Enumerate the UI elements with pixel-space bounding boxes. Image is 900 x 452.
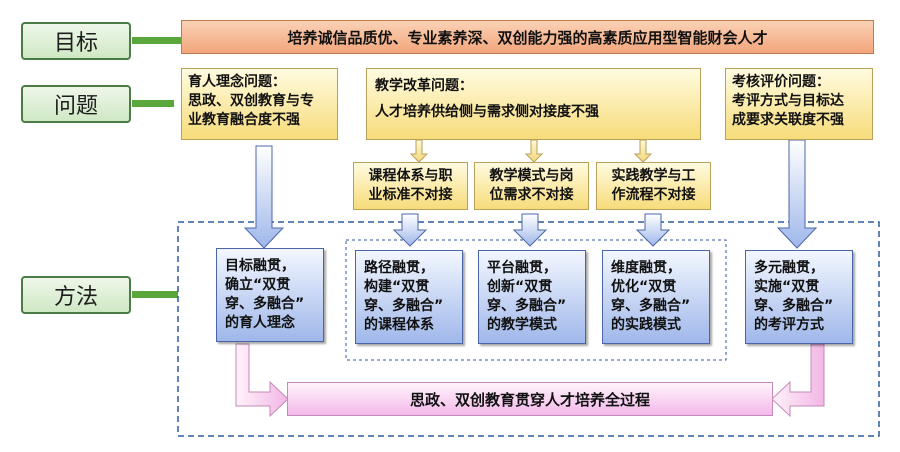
arrow-blue-left bbox=[243, 145, 285, 249]
method-2-line-1: 路径融贯， bbox=[364, 260, 434, 276]
method-1-line-4: 的育人理念 bbox=[225, 315, 295, 331]
problem-connector bbox=[132, 100, 174, 107]
subproblem-1: 课程体系与职 业标准不对接 bbox=[353, 162, 468, 210]
problem-right-line-1: 考核评价问题： bbox=[732, 74, 830, 90]
problem-right-line-3: 成要求关联度不强 bbox=[732, 112, 844, 128]
method-2: 路径融贯， 构建“双贯 穿、多融合” 的课程体系 bbox=[355, 250, 463, 344]
problem-left: 育人理念问题： 思政、双创教育与专 业教育融合度不强 bbox=[181, 68, 338, 140]
problem-center-text: 人才培养供给侧与需求侧对接度不强 bbox=[375, 104, 599, 120]
inner-frame bbox=[345, 239, 727, 361]
method-5-line-1: 多元融贯， bbox=[754, 260, 824, 276]
arrow-blue-right bbox=[776, 139, 818, 249]
method-2-line-2: 构建“双贯 bbox=[364, 279, 430, 295]
arrow-yellow-1 bbox=[409, 139, 429, 163]
method-1-line-2: 确立“双贯 bbox=[225, 277, 291, 293]
method-1-line-1: 目标融贯， bbox=[225, 258, 295, 274]
method-4: 维度融贯， 优化“双贯 穿、多融合” 的实践模式 bbox=[602, 250, 710, 344]
label-goal: 目标 bbox=[21, 22, 131, 60]
subproblem-3-line-1: 实践教学与工 bbox=[611, 168, 696, 184]
goal-text: 培养诚信品质优、专业素养深、双创能力强的高素质应用型智能财会人才 bbox=[181, 20, 874, 54]
arrow-yellow-2 bbox=[524, 139, 544, 163]
subproblem-3-line-2: 作流程不对接 bbox=[611, 187, 696, 203]
arrow-pink-left bbox=[235, 343, 289, 418]
method-3-line-2: 创新“双贯 bbox=[487, 279, 553, 295]
method-5: 多元融贯， 实施“双贯 穿、多融合” 的考评方式 bbox=[745, 250, 853, 344]
method-3-line-4: 的教学模式 bbox=[487, 317, 557, 333]
method-4-line-1: 维度融贯， bbox=[611, 260, 681, 276]
method-5-line-2: 实施“双贯 bbox=[754, 279, 820, 295]
bottom-text: 思政、双创教育贯穿人才培养全过程 bbox=[287, 382, 773, 416]
method-1: 目标融贯， 确立“双贯 穿、多融合” 的育人理念 bbox=[216, 248, 324, 342]
method-4-line-3: 穿、多融合” bbox=[611, 298, 691, 314]
label-method: 方法 bbox=[21, 276, 131, 314]
subproblem-2-line-2: 位需求不对接 bbox=[489, 187, 574, 203]
label-problem: 问题 bbox=[21, 85, 131, 123]
problem-right: 考核评价问题： 考评方式与目标达 成要求关联度不强 bbox=[725, 68, 873, 140]
method-5-line-3: 穿、多融合” bbox=[754, 298, 834, 314]
problem-center-title: 教学改革问题： bbox=[375, 78, 473, 94]
method-5-line-4: 的考评方式 bbox=[754, 317, 824, 333]
arrow-blue-sub-3 bbox=[635, 213, 671, 247]
method-4-line-4: 的实践模式 bbox=[611, 317, 681, 333]
method-3-line-3: 穿、多融合” bbox=[487, 298, 567, 314]
method-2-line-4: 的课程体系 bbox=[364, 317, 434, 333]
problem-left-line-2: 思政、双创教育与专 bbox=[188, 93, 314, 109]
method-4-line-2: 优化“双贯 bbox=[611, 279, 677, 295]
problem-right-line-2: 考评方式与目标达 bbox=[732, 93, 844, 109]
goal-connector bbox=[132, 37, 182, 44]
subproblem-1-line-2: 业标准不对接 bbox=[368, 187, 453, 203]
method-1-line-3: 穿、多融合” bbox=[225, 296, 305, 312]
subproblem-2-line-1: 教学模式与岗 bbox=[489, 168, 574, 184]
arrow-pink-right bbox=[771, 343, 825, 418]
method-3: 平台融贯， 创新“双贯 穿、多融合” 的教学模式 bbox=[478, 250, 586, 344]
arrow-blue-sub-1 bbox=[392, 213, 428, 247]
method-connector bbox=[132, 291, 178, 298]
problem-center: 教学改革问题： 人才培养供给侧与需求侧对接度不强 bbox=[366, 68, 701, 140]
arrow-blue-sub-2 bbox=[512, 213, 548, 247]
subproblem-3: 实践教学与工 作流程不对接 bbox=[596, 162, 711, 210]
problem-left-line-1: 育人理念问题： bbox=[188, 74, 286, 90]
subproblem-1-line-1: 课程体系与职 bbox=[368, 168, 453, 184]
subproblem-2: 教学模式与岗 位需求不对接 bbox=[474, 162, 589, 210]
method-3-line-1: 平台融贯， bbox=[487, 260, 557, 276]
method-2-line-3: 穿、多融合” bbox=[364, 298, 444, 314]
problem-left-line-3: 业教育融合度不强 bbox=[188, 112, 300, 128]
arrow-yellow-3 bbox=[633, 139, 653, 163]
